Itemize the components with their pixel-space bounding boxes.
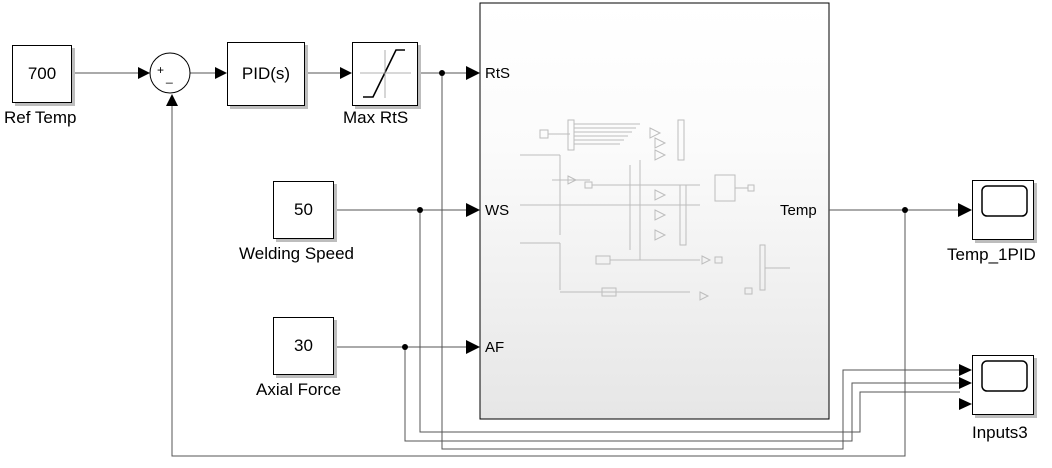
welding-speed-label: Welding Speed	[239, 244, 354, 263]
arrowheads	[138, 66, 972, 410]
axial-force-label: Axial Force	[256, 380, 342, 399]
subsystem-port-af: AF	[485, 339, 505, 356]
sum-plus-sign: +	[157, 63, 165, 77]
ref-temp-label: Ref Temp	[4, 108, 77, 127]
saturation-block[interactable]	[352, 42, 418, 106]
axial-force-constant-block[interactable]: 30	[273, 317, 334, 375]
subsystem-preview	[520, 119, 790, 301]
subsystem-port-rts: RtS	[485, 65, 511, 82]
subsystem-port-temp: Temp	[780, 202, 817, 219]
inputs-scope-block[interactable]	[972, 355, 1034, 415]
ref-temp-value: 700	[27, 64, 57, 83]
ref-temp-constant-block[interactable]: 700	[12, 45, 72, 103]
saturation-icon	[363, 49, 405, 98]
sum-block[interactable]	[149, 52, 191, 94]
axial-force-value: 30	[294, 336, 313, 355]
saturation-label: Max RtS	[343, 108, 409, 127]
signal-lines	[72, 72, 960, 457]
sum-minus-sign: _	[166, 70, 173, 84]
branch-points	[402, 70, 908, 350]
subsystem-port-ws: WS	[485, 202, 510, 219]
pid-controller-block[interactable]: PID(s)	[227, 42, 305, 106]
inputs-scope-label: Inputs3	[972, 423, 1028, 442]
welding-speed-value: 50	[294, 200, 313, 219]
welding-speed-constant-block[interactable]: 50	[273, 181, 334, 239]
temp-scope-block[interactable]	[972, 180, 1034, 240]
temp-scope-label: Temp_1PID	[947, 245, 1036, 264]
pid-label: PID(s)	[241, 64, 291, 83]
scope-screen	[981, 185, 1028, 217]
scope-screen	[981, 360, 1028, 392]
